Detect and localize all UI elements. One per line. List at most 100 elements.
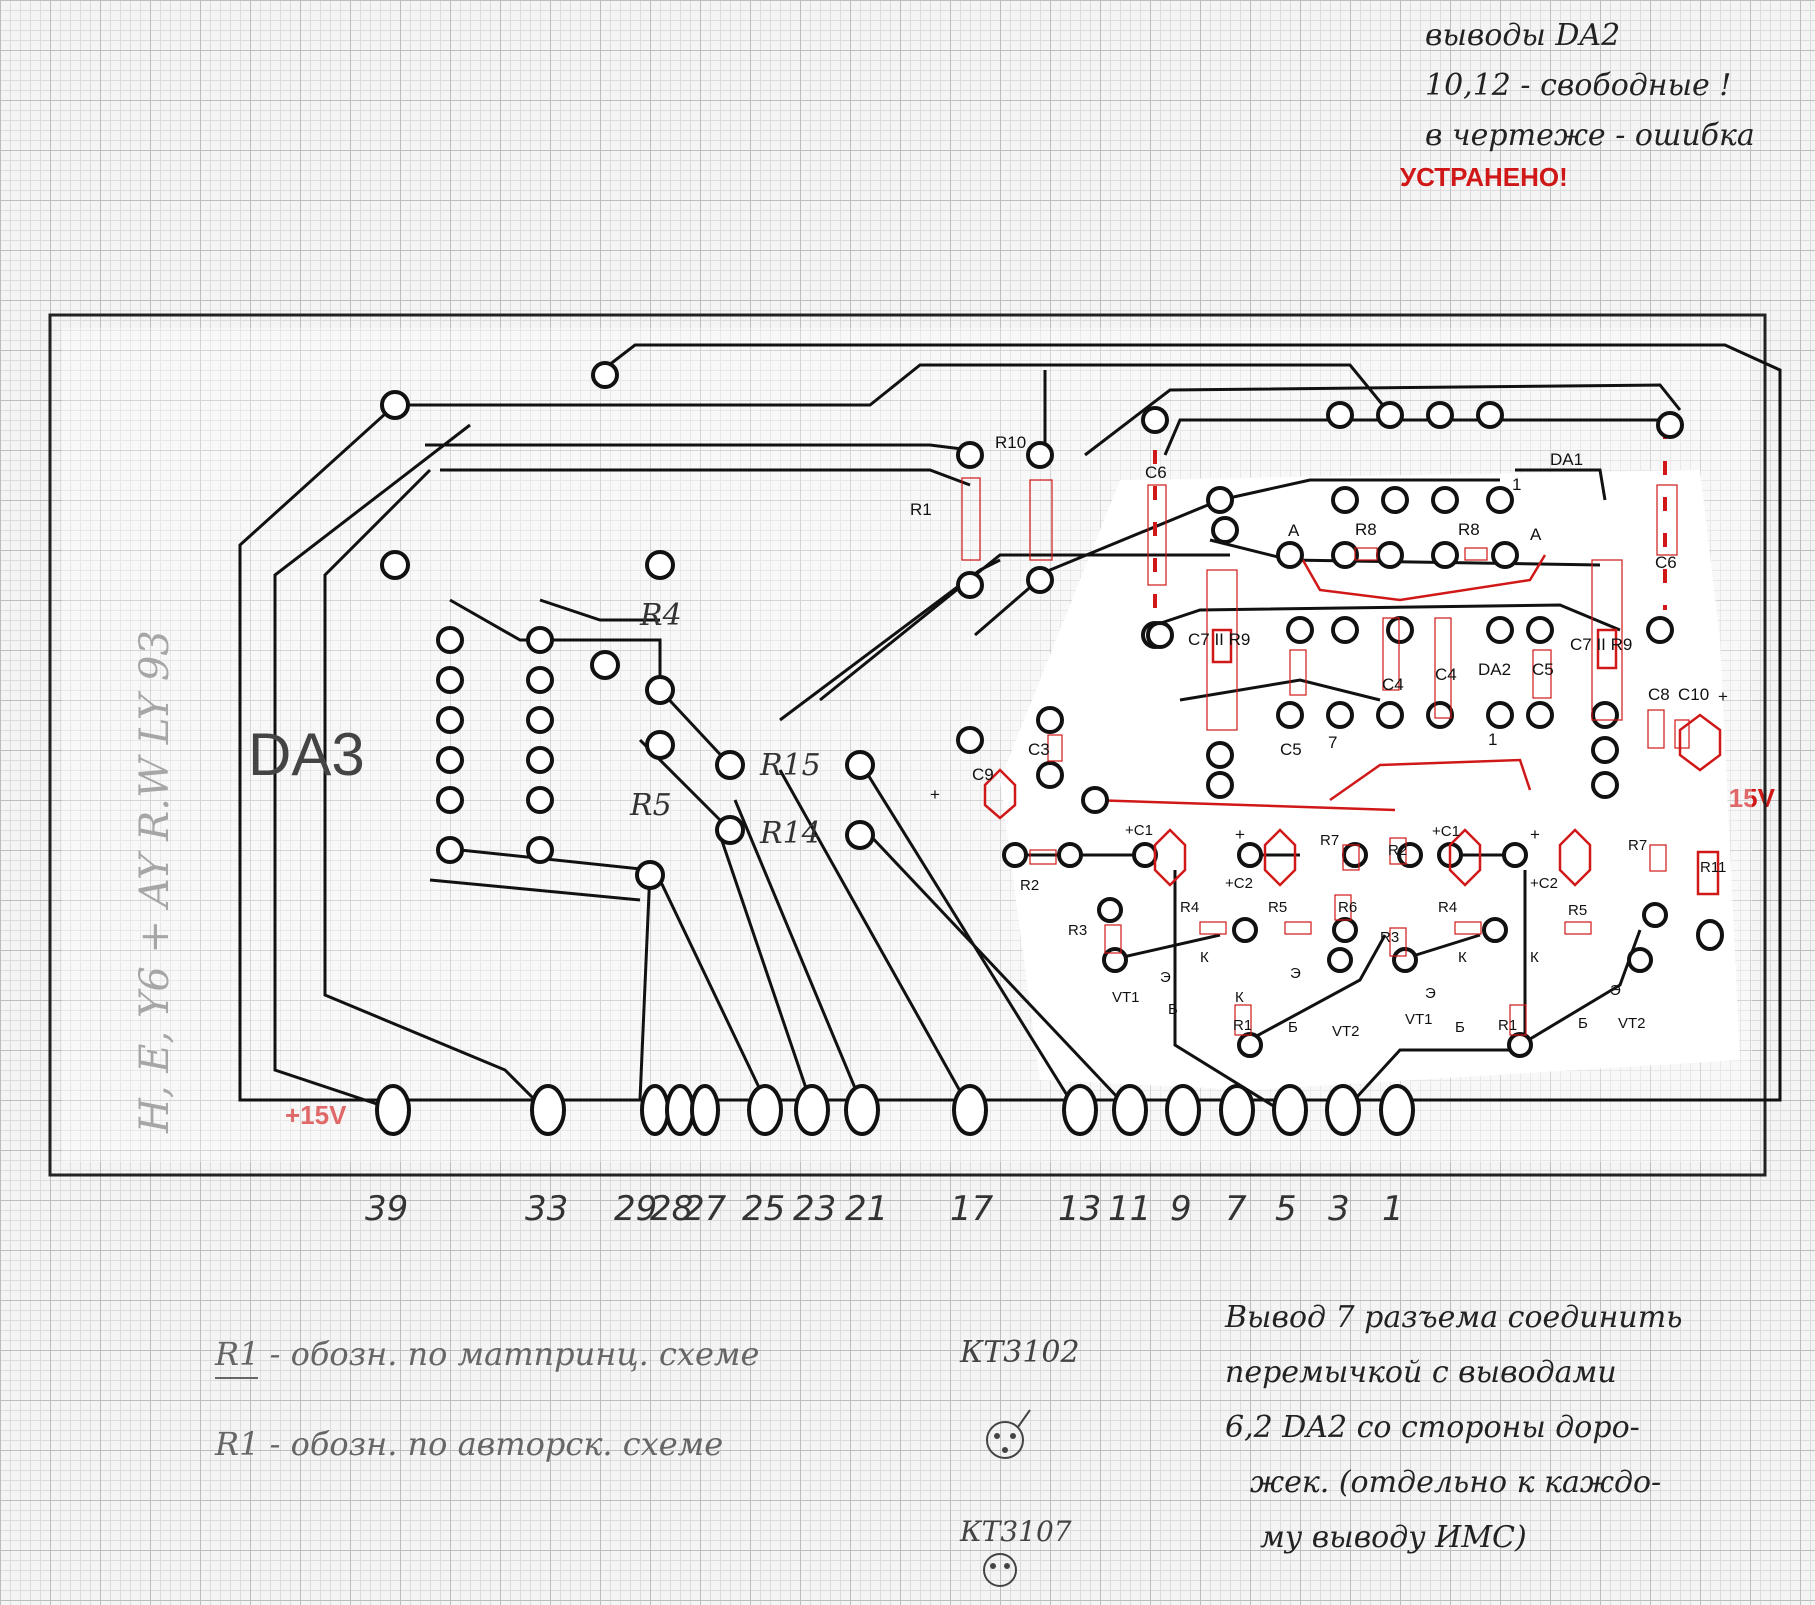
label-e-2: Э (1290, 965, 1301, 982)
trace-da2-2 (1179, 678, 1381, 702)
trace-c6-bus (1084, 383, 1682, 457)
pads (380, 361, 1724, 1058)
r8-right (1464, 547, 1488, 561)
connector-pin-27 (690, 1084, 720, 1136)
pad (1206, 741, 1234, 769)
pad (1426, 401, 1454, 429)
pad (1002, 842, 1028, 868)
legend-line-2: R1 - обозн. по авторск. схеме (215, 1425, 724, 1463)
pad (1026, 566, 1054, 594)
pad (1526, 616, 1554, 644)
pad (1232, 917, 1258, 943)
note-top-right-2: 10,12 - свободные ! (1425, 68, 1732, 103)
da3-pin (526, 666, 554, 694)
pad (1081, 786, 1109, 814)
c4-left (1382, 617, 1400, 691)
pad (1206, 771, 1234, 799)
pin-number: 39 (365, 1189, 408, 1229)
c6-right-outline (1656, 484, 1678, 556)
label-c3: C3 (1028, 740, 1050, 759)
r11-outline (1696, 850, 1720, 896)
label-plus-left: + (1235, 825, 1245, 844)
da3-pin (526, 626, 554, 654)
pad (1036, 706, 1064, 734)
pin-number: 27 (683, 1189, 727, 1229)
red-trace-a-link (1298, 554, 1547, 602)
da3-pin (526, 786, 554, 814)
pad (1376, 401, 1404, 429)
hex-power (1678, 713, 1722, 772)
label-c4-right: C4 (1435, 665, 1457, 684)
label-k-1: К (1200, 949, 1209, 966)
note-bottom-right-3: 6,2 DA2 со стороны доро- (1225, 1410, 1640, 1445)
pad (1102, 947, 1128, 973)
label-r3-right: R3 (1380, 929, 1399, 946)
trace-fan-5 (778, 769, 967, 1101)
fixed-note: УСТРАНЕНО! (1400, 162, 1568, 192)
pad (1097, 897, 1123, 923)
connector-pin-11 (1112, 1084, 1148, 1136)
trace-da3-2 (539, 598, 660, 622)
pad (590, 650, 620, 680)
pad (956, 726, 984, 754)
label-r6-left: R6 (1338, 899, 1357, 916)
pad (1486, 616, 1514, 644)
connector-pin-33 (530, 1084, 566, 1136)
hex-c2-left (1263, 828, 1297, 887)
pad (1146, 621, 1174, 649)
c7r9-left-outer (1206, 569, 1238, 731)
label-k-2: К (1235, 989, 1244, 1006)
da3-pin (436, 836, 464, 864)
pad (1376, 701, 1404, 729)
r7-left (1342, 844, 1360, 871)
label-r11: R11 (1700, 859, 1726, 876)
connector-pin-25 (747, 1084, 783, 1136)
da3-pin (436, 666, 464, 694)
label-c6-right: C6 (1655, 553, 1677, 572)
pad (1036, 761, 1064, 789)
label-r1-lower-left: R1 (1233, 1017, 1252, 1034)
r8-left (1354, 547, 1378, 561)
pin-number: 17 (950, 1189, 994, 1229)
label-r5-left: R5 (1268, 899, 1287, 916)
pad (1502, 842, 1528, 868)
connector-pin-numbers: 39 33 29 28 27 25 23 21 17 13 11 9 7 5 3… (365, 1189, 1404, 1229)
label-da2-pin1: 1 (1488, 730, 1497, 749)
c5-upper (1289, 649, 1307, 696)
transistor-npn-label: КТ3102 (960, 1335, 1080, 1370)
connector-pins (375, 1084, 1415, 1136)
pad (1132, 842, 1158, 868)
trace-fan-9 (819, 553, 1230, 702)
r4-right (1454, 921, 1482, 935)
pad (1237, 1032, 1263, 1058)
pad (845, 750, 875, 780)
pad (1276, 701, 1304, 729)
hex-c9 (983, 768, 1017, 820)
label-da2: DA2 (1478, 660, 1511, 679)
note-bottom-right-1: Вывод 7 разъема соединить (1225, 1300, 1683, 1335)
component-labels: R10 R1 C6 C6 DA1 1 A A R8 R8 C7 II R9 C7… (910, 433, 1728, 1040)
pad (380, 550, 410, 580)
label-r1-lower-right: R1 (1498, 1017, 1517, 1034)
r6-left (1334, 894, 1352, 921)
pad (1426, 701, 1454, 729)
c3-outline (1047, 734, 1063, 762)
pin-number: 21 (845, 1189, 888, 1229)
label-e-4: Э (1610, 982, 1621, 999)
pad (645, 550, 675, 580)
pad (1646, 616, 1674, 644)
label-plus-right: + (1530, 825, 1540, 844)
label-a-left: A (1288, 521, 1300, 540)
hexagon-markers (983, 713, 1722, 887)
label-pin7: 7 (1328, 733, 1337, 752)
connector-pin-3 (1325, 1084, 1361, 1136)
r5-left (1284, 921, 1312, 935)
pin-number: 1 (1382, 1189, 1404, 1229)
label-vt1-left: VT1 (1112, 989, 1140, 1006)
label-c10: C10 (1678, 685, 1709, 704)
board-outline (48, 313, 1767, 1177)
connector-pin-7 (1219, 1084, 1255, 1136)
trace-loop-3 (323, 468, 547, 1112)
pad (1276, 541, 1304, 569)
